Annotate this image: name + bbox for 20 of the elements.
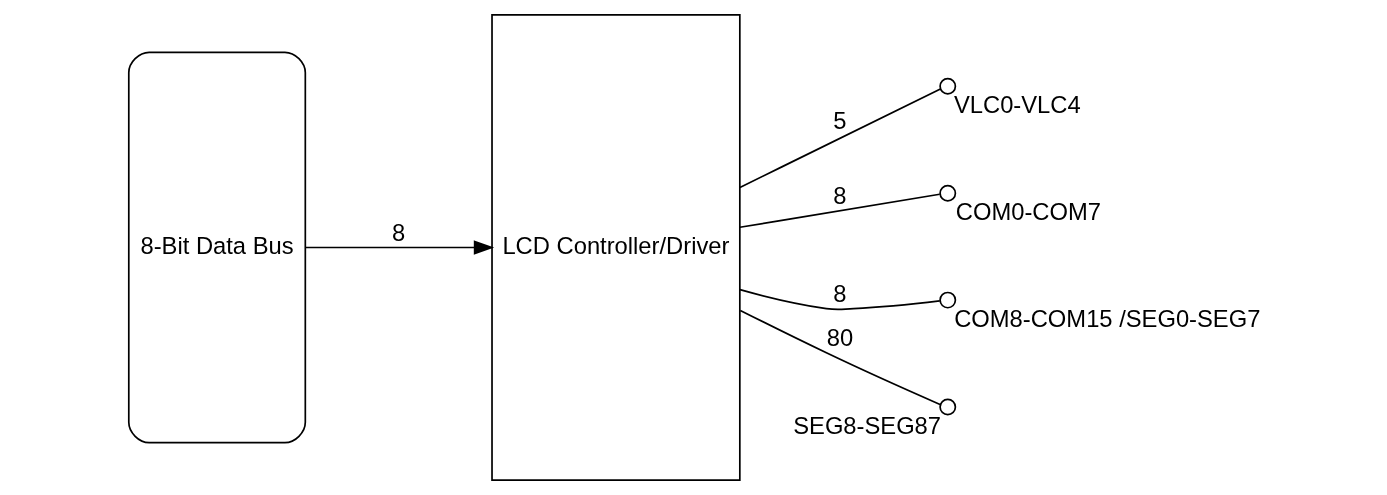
node-box: LCD Controller/Driver: [490, 14, 741, 481]
arrow: [304, 240, 494, 255]
node-label: VLC0-VLC4: [953, 90, 1081, 118]
connector: [738, 309, 941, 406]
node-circle: [938, 291, 956, 309]
node-label: COM8-COM15 /SEG0-SEG7: [953, 304, 1260, 332]
edge-label: 8: [832, 280, 847, 308]
node-label: SEG8-SEG87: [792, 411, 941, 439]
edge-label: 5: [832, 107, 847, 135]
edge-label: 80: [826, 324, 853, 352]
edge-label: 8: [391, 219, 405, 247]
edge-label: 8: [832, 181, 847, 209]
connector: [738, 88, 941, 189]
node-circle: [938, 398, 956, 416]
node-box: 8-Bit Data Bus: [127, 51, 306, 444]
node-circle: [938, 184, 956, 202]
connector: [738, 288, 941, 311]
node-circle: [938, 77, 956, 95]
node-label: COM0-COM7: [955, 197, 1101, 225]
connector: [738, 193, 941, 229]
